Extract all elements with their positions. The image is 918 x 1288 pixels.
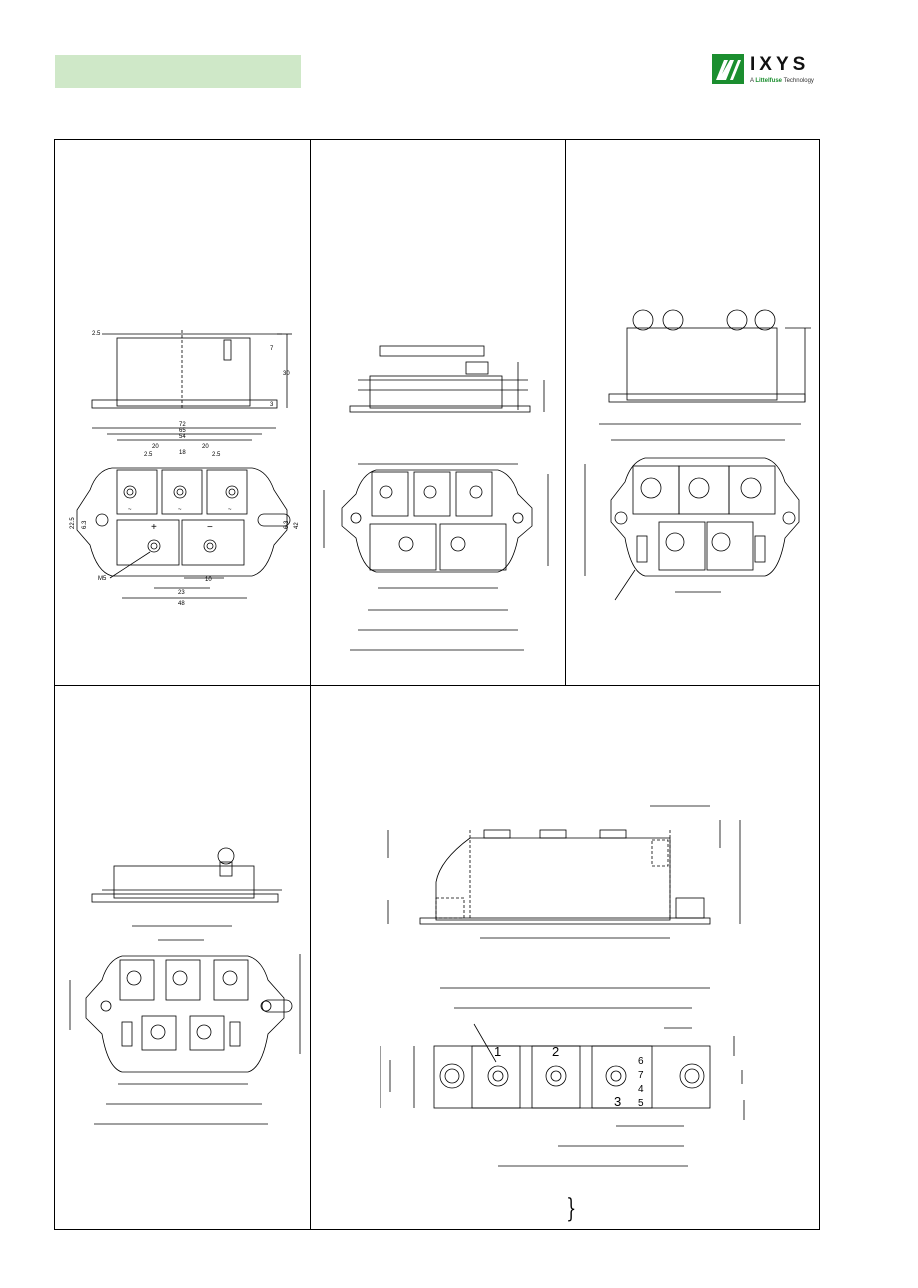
ixys-logo: IXYS A Littelfuse Technology xyxy=(712,52,827,92)
svg-text:2: 2 xyxy=(552,1044,559,1059)
svg-text:~: ~ xyxy=(128,507,132,513)
svg-text:20: 20 xyxy=(202,444,209,450)
svg-text:54: 54 xyxy=(179,434,186,440)
svg-text:72: 72 xyxy=(179,422,186,428)
title-banner xyxy=(55,55,301,88)
svg-text:7: 7 xyxy=(638,1070,644,1081)
svg-text:6.3: 6.3 xyxy=(82,520,88,529)
svg-text:M5: M5 xyxy=(98,576,107,582)
package-drawing-5: 1 2 3 5 4 7 6 xyxy=(380,800,770,1180)
svg-text:22.5: 22.5 xyxy=(70,517,76,529)
svg-text:6: 6 xyxy=(638,1056,644,1067)
svg-text:+: + xyxy=(151,522,157,533)
brace-symbol: } xyxy=(566,1194,577,1224)
svg-text:65: 65 xyxy=(179,428,186,434)
svg-text:42: 42 xyxy=(294,522,300,529)
svg-text:7: 7 xyxy=(270,346,274,352)
svg-text:2.5: 2.5 xyxy=(92,331,101,337)
ixys-logo-icon xyxy=(712,54,744,84)
outline-drawing-sheet xyxy=(54,139,820,1230)
svg-text:4: 4 xyxy=(638,1084,644,1095)
svg-text:18: 18 xyxy=(179,450,186,456)
package-drawing-4 xyxy=(62,840,307,1140)
svg-text:5: 5 xyxy=(638,1098,644,1109)
logo-wordmark: IXYS xyxy=(750,54,810,75)
svg-text:6.3: 6.3 xyxy=(284,520,290,529)
svg-text:2.5: 2.5 xyxy=(212,452,221,458)
logo-tagline: A Littelfuse Technology xyxy=(750,78,814,84)
svg-text:30: 30 xyxy=(283,371,290,377)
package-drawing-2 xyxy=(318,340,558,660)
svg-text:3: 3 xyxy=(614,1094,621,1109)
svg-text:3: 3 xyxy=(270,402,274,408)
svg-text:23: 23 xyxy=(178,590,185,596)
divider-vertical-right xyxy=(565,139,566,685)
svg-text:20: 20 xyxy=(152,444,159,450)
divider-horizontal xyxy=(54,685,820,686)
svg-text:~: ~ xyxy=(228,507,232,513)
svg-text:−: − xyxy=(207,522,213,533)
svg-text:1: 1 xyxy=(494,1044,501,1059)
svg-text:48: 48 xyxy=(178,601,185,607)
divider-vertical-left xyxy=(310,139,311,1230)
package-drawing-3 xyxy=(575,300,815,620)
package-drawing-1: 2.5 7 30 3 72 65 54 20 18 20 2.5 2.5 ~ ~… xyxy=(62,320,302,620)
svg-text:2.5: 2.5 xyxy=(144,452,153,458)
svg-text:~: ~ xyxy=(178,507,182,513)
svg-text:10: 10 xyxy=(205,577,212,583)
